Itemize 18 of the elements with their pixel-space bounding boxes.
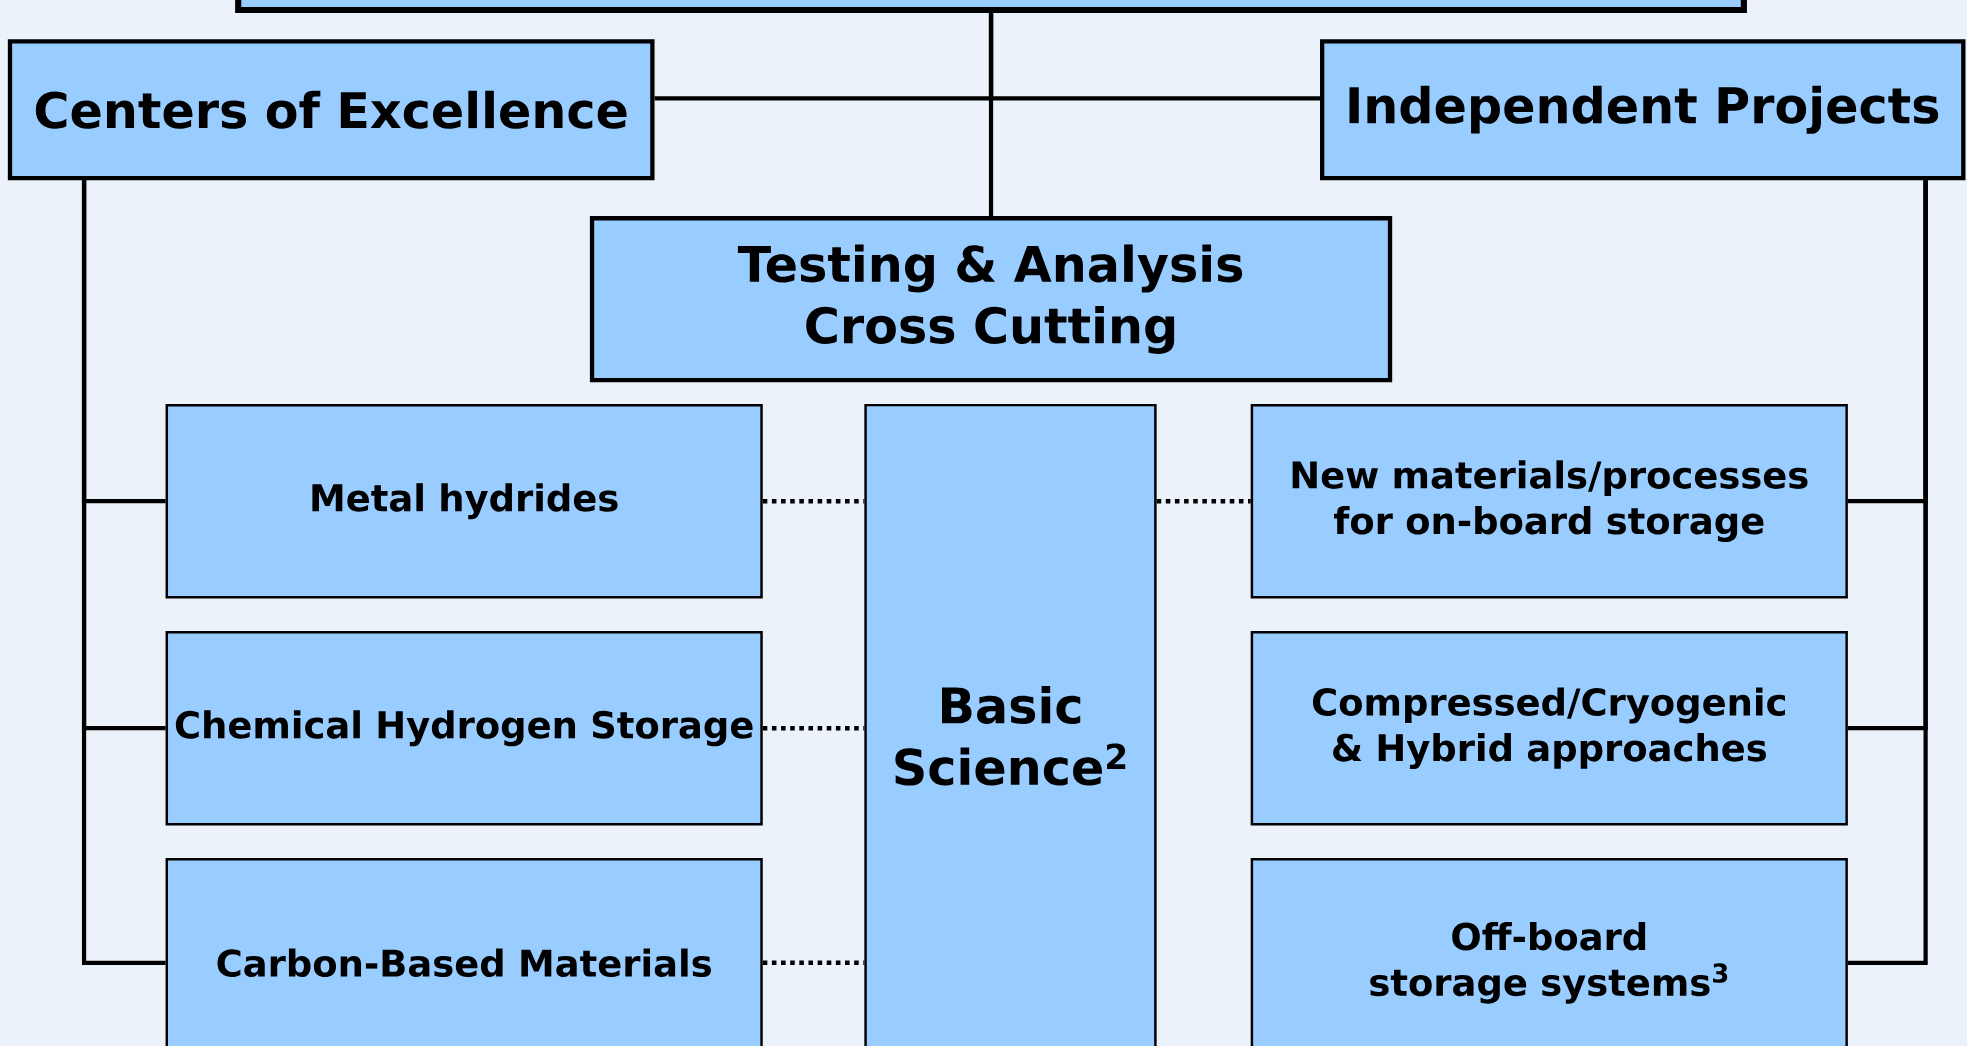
topic-box: Basic Science$^{2}$ xyxy=(864,403,1157,1046)
topic-box: Chemical Hydrogen Storage xyxy=(165,630,763,826)
group-box: Independent Projects xyxy=(1320,39,1966,181)
topic-box: Carbon-Based Materials xyxy=(165,857,763,1046)
connector-line xyxy=(1847,180,1928,965)
header-box xyxy=(235,0,1747,13)
connector-line xyxy=(762,960,865,965)
topic-box: Compressed/Cryogenic & Hybrid approaches xyxy=(1250,630,1848,826)
connector-line xyxy=(762,725,865,731)
topic-box: New materials/processes for on-board storage xyxy=(1250,403,1848,599)
group-box: Centers of Excellence xyxy=(7,39,655,181)
group-box: Testing & Analysis Cross Cutting xyxy=(589,216,1393,383)
connector-line xyxy=(81,180,166,965)
topic-box: Off-board storage systems$^{3}$ xyxy=(1250,857,1848,1046)
topic-box: Metal hydrides xyxy=(165,403,763,599)
connector-line xyxy=(762,498,865,504)
connector-line xyxy=(1156,498,1251,504)
connector-line xyxy=(988,13,994,216)
